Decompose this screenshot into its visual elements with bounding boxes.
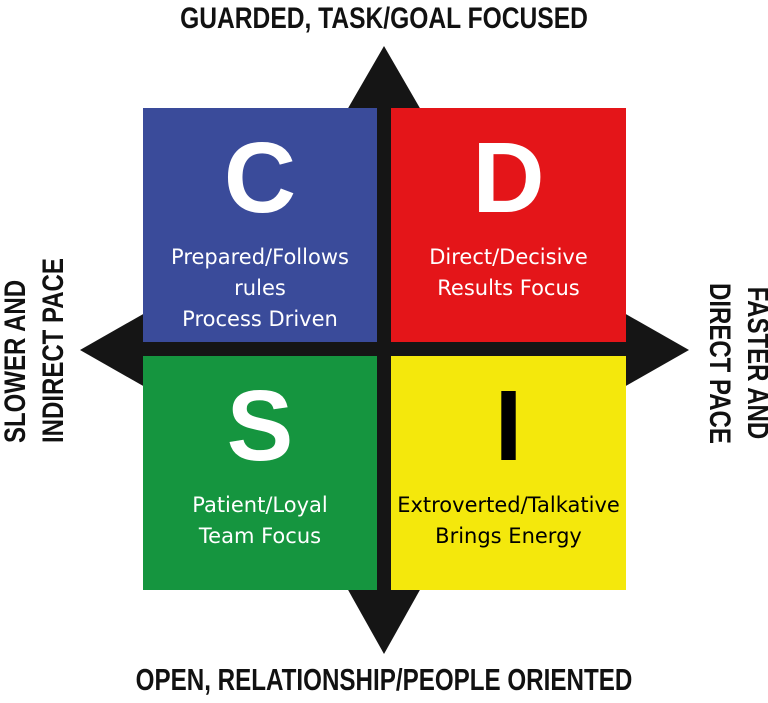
quadrant-letter: I	[494, 370, 523, 482]
arrow-right-icon	[624, 313, 689, 387]
quadrant-i: I Extroverted/Talkative Brings Energy	[391, 356, 626, 590]
quadrant-trait: Extroverted/Talkative	[397, 493, 620, 517]
arrow-down-icon	[347, 588, 421, 654]
quadrant-focus: Brings Energy	[435, 524, 582, 548]
quadrant-focus: Results Focus	[437, 276, 580, 300]
bottom-axis-label: OPEN, RELATIONSHIP/PEOPLE ORIENTED	[135, 662, 633, 697]
quadrant-c: C Prepared/Follows rules Process Driven	[143, 108, 377, 342]
right-axis-line2: DIRECT PACE	[703, 283, 736, 444]
left-axis-label: SLOWER AND INDIRECT PACE	[0, 258, 73, 443]
quadrant-trait: Patient/Loyal	[192, 493, 328, 517]
left-axis-line2: INDIRECT PACE	[37, 258, 70, 443]
quadrant-s: S Patient/Loyal Team Focus	[143, 356, 377, 590]
quadrant-letter: D	[472, 122, 545, 234]
quadrant-trait: Prepared/Follows rules	[171, 245, 349, 300]
quadrant-d: D Direct/Decisive Results Focus	[391, 108, 626, 342]
quadrant-focus: Process Driven	[182, 307, 338, 331]
quadrant-letter: C	[223, 122, 297, 234]
left-axis-line1: SLOWER AND	[0, 279, 32, 443]
quadrant-trait: Direct/Decisive	[429, 245, 588, 269]
arrow-up-icon	[347, 46, 421, 110]
top-axis-label: GUARDED, TASK/GOAL FOCUSED	[180, 2, 588, 35]
right-axis-label: FASTER AND DIRECT PACE	[700, 283, 768, 444]
arrow-left-icon	[80, 313, 145, 387]
quadrant-focus: Team Focus	[198, 524, 322, 548]
quadrant-letter: S	[226, 370, 294, 482]
right-axis-line1: FASTER AND	[741, 286, 768, 440]
